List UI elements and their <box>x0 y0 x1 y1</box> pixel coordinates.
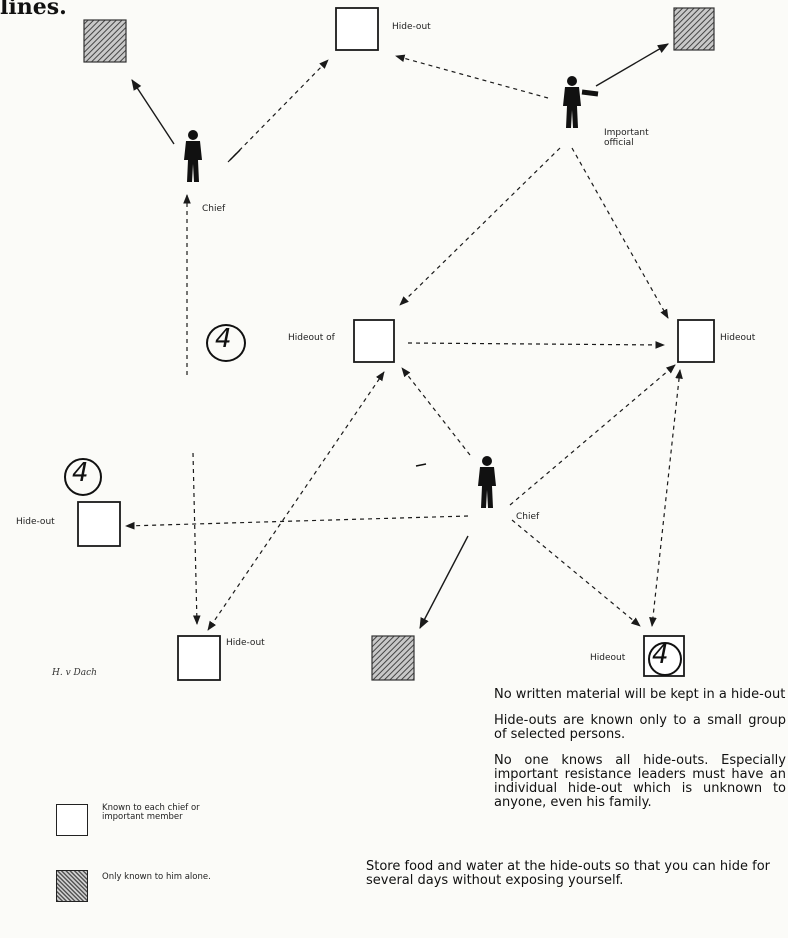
private-hideout-top-left <box>83 19 127 63</box>
important-official-figure <box>563 76 581 128</box>
heading-fragment: lines. <box>0 0 67 20</box>
label-chief-top: Chief <box>202 204 226 214</box>
note-store-food: Store food and water at the hide-outs so… <box>366 859 771 889</box>
chief-center-figure <box>478 456 496 508</box>
solid-links <box>131 43 669 629</box>
circled-number-ring-mid-left <box>64 458 102 496</box>
link-hideout-of-to-hideout-right <box>407 341 665 349</box>
private-hideouts <box>83 7 715 681</box>
link-official-to-hideout-right <box>571 147 669 319</box>
circled-number-ring-bottom-right <box>648 642 682 676</box>
chief-top-figure <box>184 130 202 182</box>
hideout-top-box <box>335 7 379 51</box>
label-hideout-of: Hideout of <box>288 333 335 343</box>
circled-number-ring-left <box>206 324 246 362</box>
hideout-of-box <box>353 319 395 363</box>
label-hideout-bottom-left: Hide-out <box>226 638 265 648</box>
link-chief-center-to-hideout-of <box>401 367 471 456</box>
note-known-to-small-group: Hide-outs are known only to a small grou… <box>494 713 786 743</box>
link-chief-center-to-hideout-left <box>125 515 469 530</box>
label-important-official: Important official <box>604 128 649 149</box>
hideout-rules: No written material will be kept in a hi… <box>494 687 786 822</box>
note-individual-hideout: No one knows all hide-outs. Especially i… <box>494 753 786 811</box>
hideout-boxes <box>77 7 715 681</box>
link-chief-center-to-private <box>419 535 469 629</box>
hideout-bottom-left-box <box>177 635 221 681</box>
legend-only-text: Only known to him alone. <box>102 872 211 882</box>
link-down-to-hideout-bottom-left <box>192 452 201 625</box>
link-chief-center-to-hideout-bottom-left <box>207 371 385 631</box>
link-official-to-hideout-of <box>399 147 561 306</box>
private-hideout-top-right <box>673 7 715 51</box>
legend-known-text: Known to each chief or important member <box>102 803 200 823</box>
dashed-links <box>125 54 683 631</box>
circled-number-mid-left: 4 <box>72 458 89 488</box>
private-hideout-bottom <box>371 635 415 681</box>
link-chief-center-to-hideout-right <box>509 364 676 506</box>
link-official-to-private <box>595 43 669 87</box>
label-hideout-left: Hide-out <box>16 517 55 527</box>
link-chief-top-to-private <box>131 79 175 145</box>
link-official-to-hideout-top <box>395 54 549 99</box>
label-hideout-right: Hideout <box>720 333 756 343</box>
link-hideout-right-to-bottom-right <box>649 369 683 627</box>
hideout-left-box <box>77 501 121 547</box>
link-chief-top-to-hideout-top <box>227 59 329 163</box>
signature: H. v Dach <box>52 668 97 678</box>
note-no-written-material: No written material will be kept in a hi… <box>494 687 786 702</box>
circled-number-left: 4 <box>215 324 232 354</box>
label-hideout-top: Hide-out <box>392 22 431 32</box>
legend-known-swatch <box>56 804 88 836</box>
label-hideout-bottom-right: Hideout <box>590 653 626 663</box>
link-chief-center-to-hideout-bottom-right <box>511 519 641 627</box>
label-chief-center: Chief <box>516 512 540 522</box>
legend-only-swatch <box>56 870 88 902</box>
hideout-right-box <box>677 319 715 363</box>
